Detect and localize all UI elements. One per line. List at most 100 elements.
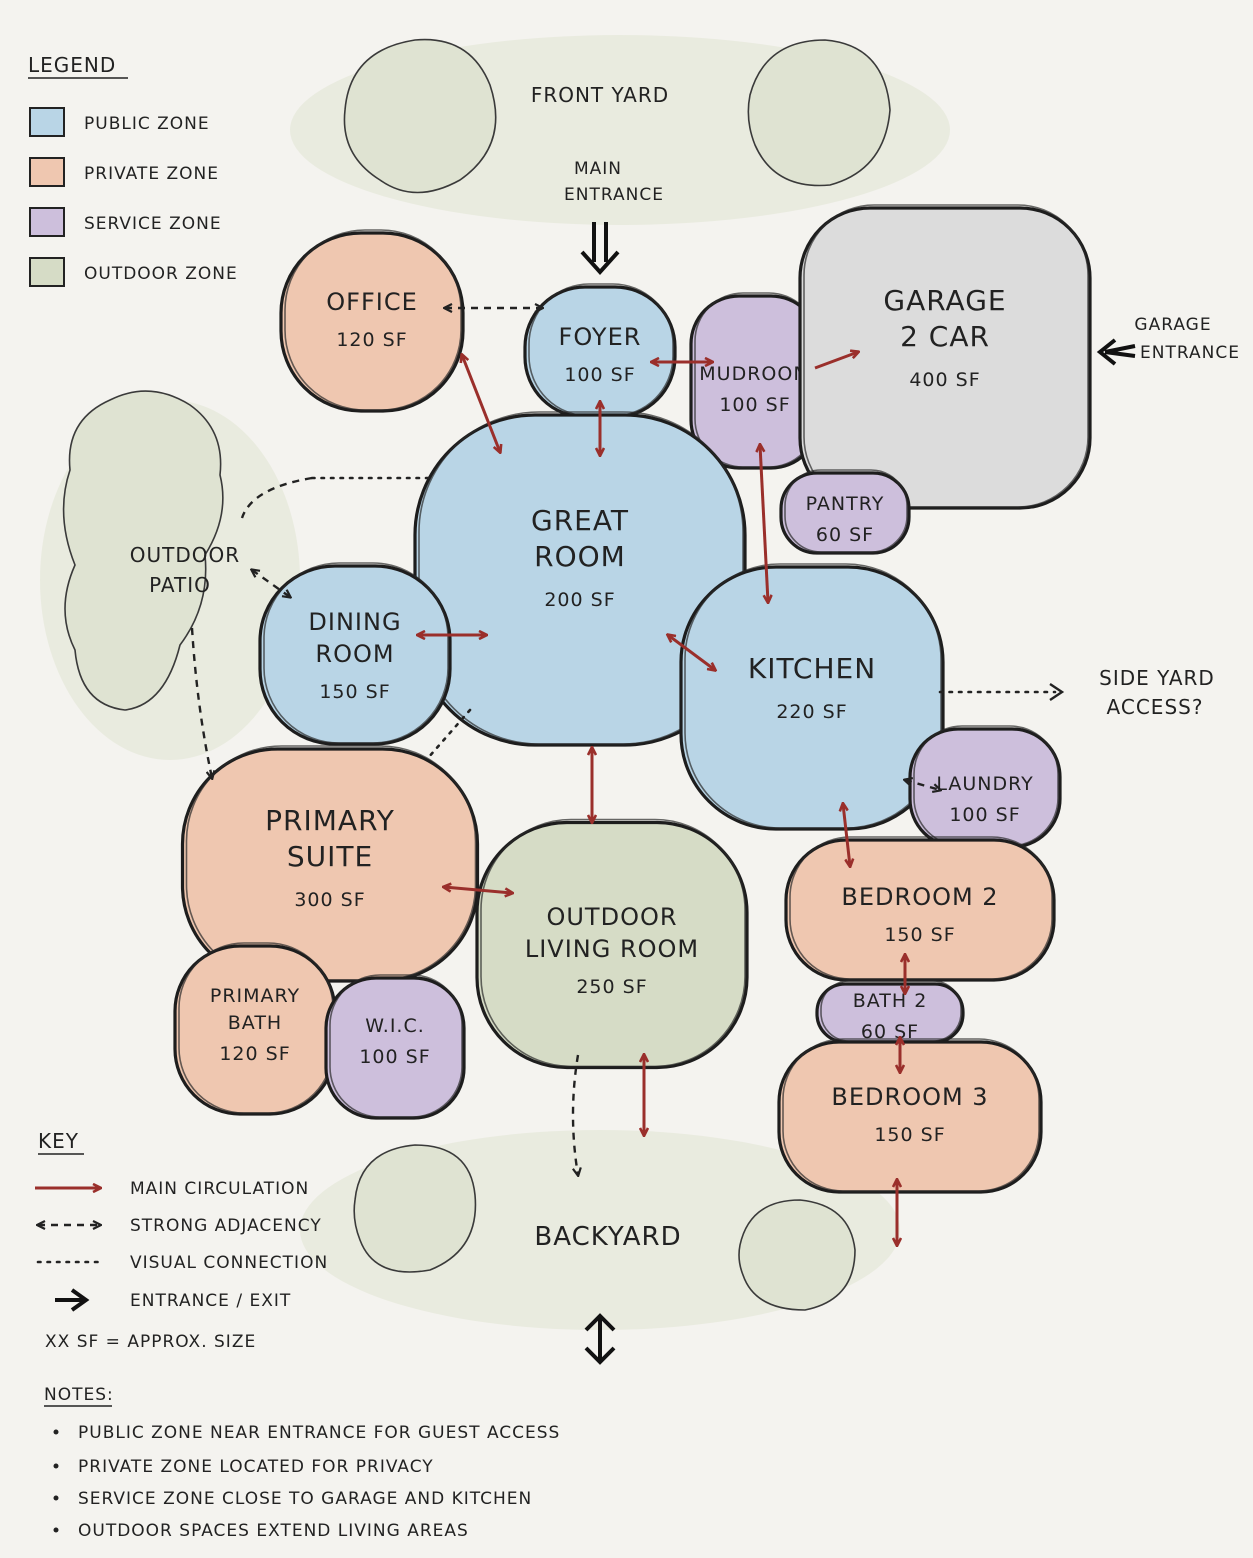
tree-icon (353, 1144, 477, 1273)
legend-swatch (29, 107, 65, 137)
room-bubble (475, 820, 749, 1070)
room-laundry: LAUNDRY 100 SF (908, 725, 1062, 849)
room-pantry: PANTRY 60 SF (779, 469, 911, 555)
key-entrance-swatch (55, 1288, 90, 1312)
key-title: KEY (38, 1129, 79, 1153)
room-name: W.I.C. (365, 1015, 425, 1037)
room-size: 60 SF (816, 524, 874, 546)
room-bedroom3: BEDROOM 3 150 SF (777, 1038, 1043, 1194)
room-primary-bath: PRIMARY BATH 120 SF (173, 942, 337, 1116)
room-name: BATH (228, 1012, 282, 1034)
site-labels: FRONT YARD MAIN ENTRANCE GARAGE ENTRANCE… (130, 83, 1240, 1252)
room-name: FOYER (559, 323, 642, 351)
circulation-arrow (444, 887, 512, 893)
connections (190, 222, 1136, 1365)
room-bubble (180, 747, 480, 983)
circulation-arrow (814, 352, 858, 370)
room-name: SUITE (287, 840, 373, 873)
room-name: LIVING ROOM (525, 935, 699, 963)
room-bubble (279, 231, 465, 413)
room-size: 150 SF (874, 1124, 945, 1146)
room-office: OFFICE 120 SF (279, 229, 465, 413)
legend-swatch (29, 207, 65, 237)
notes: NOTES: PUBLIC ZONE NEAR ENTRANCE FOR GUE… (44, 1385, 560, 1541)
room-bubble (523, 285, 677, 419)
adjacency-arrow (190, 627, 212, 778)
tree-icon (747, 39, 891, 187)
room-name: OUTDOOR (546, 903, 677, 931)
backyard-label: BACKYARD (534, 1222, 681, 1252)
room-bubble (258, 564, 452, 746)
room-wic: W.I.C.100 SF (324, 974, 466, 1120)
adjacency-arrow (905, 780, 940, 790)
front-yard-label: FRONT YARD (531, 83, 669, 107)
room-name: 2 CAR (900, 320, 990, 353)
legend-swatch (29, 157, 65, 187)
room-size: 100 SF (949, 804, 1020, 826)
garage-entrance-label: ENTRANCE (1140, 343, 1240, 363)
legend-label: PUBLIC ZONE (84, 114, 210, 134)
room-name: DINING (308, 608, 401, 636)
room-bubble (779, 471, 911, 555)
garage-entrance-label: GARAGE (1134, 315, 1211, 335)
room-size: 300 SF (294, 889, 365, 911)
room-size: 400 SF (909, 369, 980, 391)
note-item: PUBLIC ZONE NEAR ENTRANCE FOR GUEST ACCE… (78, 1423, 560, 1443)
room-name: GREAT (531, 504, 629, 537)
key-label: ENTRANCE / EXIT (130, 1291, 291, 1311)
room-name: ROOM (315, 640, 394, 668)
legend-label: SERVICE ZONE (84, 214, 222, 234)
tree-icon (62, 390, 224, 711)
circulation-arrow (668, 635, 715, 670)
notes-title: NOTES: (44, 1385, 114, 1405)
room-size: 120 SF (219, 1043, 290, 1065)
backyard-exit-arrow-icon (584, 1313, 616, 1365)
room-name: BEDROOM 3 (831, 1083, 988, 1111)
room-dining-room: DINING ROOM 150 SF (258, 562, 452, 746)
main-entrance-label: ENTRANCE (564, 185, 664, 205)
room-name: BEDROOM 2 (841, 883, 998, 911)
room-name: OFFICE (326, 288, 418, 316)
key-size-note: XX SF = APPROX. SIZE (45, 1332, 256, 1352)
key-label: STRONG ADJACENCY (130, 1216, 322, 1236)
room-bubble (324, 976, 466, 1120)
room-size: 200 SF (544, 589, 615, 611)
room-name: PRIMARY (210, 985, 300, 1007)
room-name: LAUNDRY (936, 773, 1033, 795)
room-size: 120 SF (336, 329, 407, 351)
circulation-arrow (843, 804, 850, 866)
adjacency-arrow (240, 476, 313, 519)
outdoor-patio-label: PATIO (149, 573, 211, 597)
legend-label: PRIVATE ZONE (84, 164, 219, 184)
side-yard-label: ACCESS? (1107, 695, 1204, 719)
garage-entrance-arrow-icon (1096, 338, 1136, 366)
side-yard-label: SIDE YARD (1099, 666, 1215, 690)
tree-icon (738, 1199, 856, 1311)
room-bedroom2: BEDROOM 2 150 SF (784, 836, 1056, 982)
legend-swatch (29, 257, 65, 287)
room-name: PRIMARY (265, 804, 395, 837)
room-bubble (679, 565, 945, 831)
adjacency-arrow (571, 1054, 578, 1175)
room-name: PANTRY (806, 493, 885, 515)
circulation-arrow (760, 445, 768, 602)
key: KEY MAIN CIRCULATION STRONG ADJACENCY VI… (35, 1129, 327, 1352)
site-greenery (40, 35, 950, 1330)
room-name: KITCHEN (748, 652, 876, 685)
room-size: 150 SF (319, 681, 390, 703)
room-size: 150 SF (884, 924, 955, 946)
tree-icon (343, 38, 497, 194)
room-bath2: BATH 260 SF (815, 980, 965, 1044)
main-entrance-arrow-icon (580, 222, 620, 275)
room-name: BATH 2 (853, 990, 928, 1012)
visual-connection-head (1049, 683, 1065, 701)
room-name: ROOM (534, 540, 626, 573)
key-label: MAIN CIRCULATION (130, 1179, 309, 1199)
legend-label: OUTDOOR ZONE (84, 264, 238, 284)
